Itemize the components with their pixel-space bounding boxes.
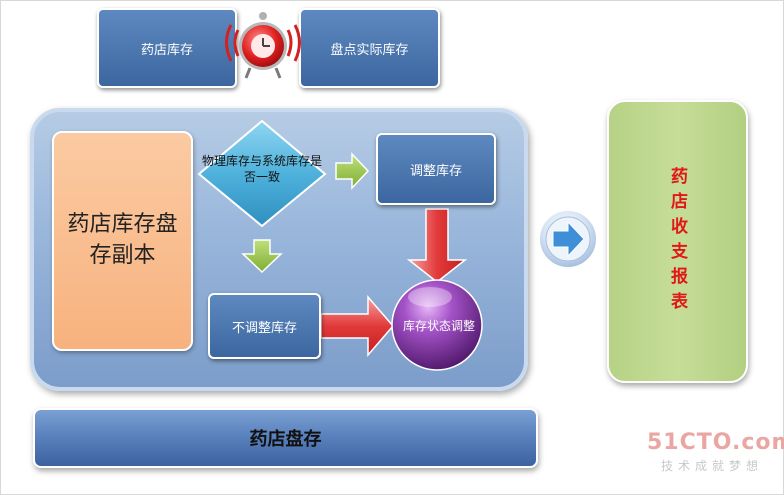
income-expense-report-box: 药店收支报表 (607, 100, 748, 383)
decision-label: 物理库存与系统库存是否一致 (201, 154, 322, 184)
adjust-inventory-box: 调整库存 (376, 133, 496, 205)
green-down-arrow (241, 239, 283, 274)
red-right-arrow (320, 294, 394, 358)
inventory-copy-box: 药店库存盘存副本 (52, 131, 193, 351)
decision-diamond (197, 119, 327, 228)
alarm-clock-icon (225, 12, 301, 79)
watermark-brand: 51CTO.com (647, 430, 784, 455)
inventory-count-bar: 药店盘存 (33, 408, 538, 468)
pharmacy-inventory-box: 药店库存 (97, 8, 237, 88)
status-adjust-sphere (391, 279, 483, 371)
watermark-slogan: 技术成就梦想 (660, 459, 763, 473)
status-adjust-label: 库存状态调整 (402, 319, 475, 333)
actual-inventory-label: 盘点实际库存 (330, 42, 409, 58)
red-down-arrow (406, 208, 468, 283)
inventory-copy-label: 药店库存盘存副本 (67, 212, 178, 268)
no-adjust-inventory-box: 不调整库存 (208, 293, 321, 359)
no-adjust-inventory-label: 不调整库存 (231, 320, 297, 336)
inventory-count-label: 药店盘存 (249, 429, 322, 450)
orb-arrow-icon (538, 209, 598, 269)
report-label: 药店收支报表 (667, 166, 687, 317)
adjust-inventory-label: 调整库存 (409, 163, 462, 179)
actual-inventory-box: 盘点实际库存 (299, 8, 440, 88)
green-right-arrow (335, 152, 370, 190)
watermark: 51CTO.com 技术成就梦想 (647, 430, 784, 474)
pharmacy-inventory-label: 药店库存 (140, 42, 193, 58)
